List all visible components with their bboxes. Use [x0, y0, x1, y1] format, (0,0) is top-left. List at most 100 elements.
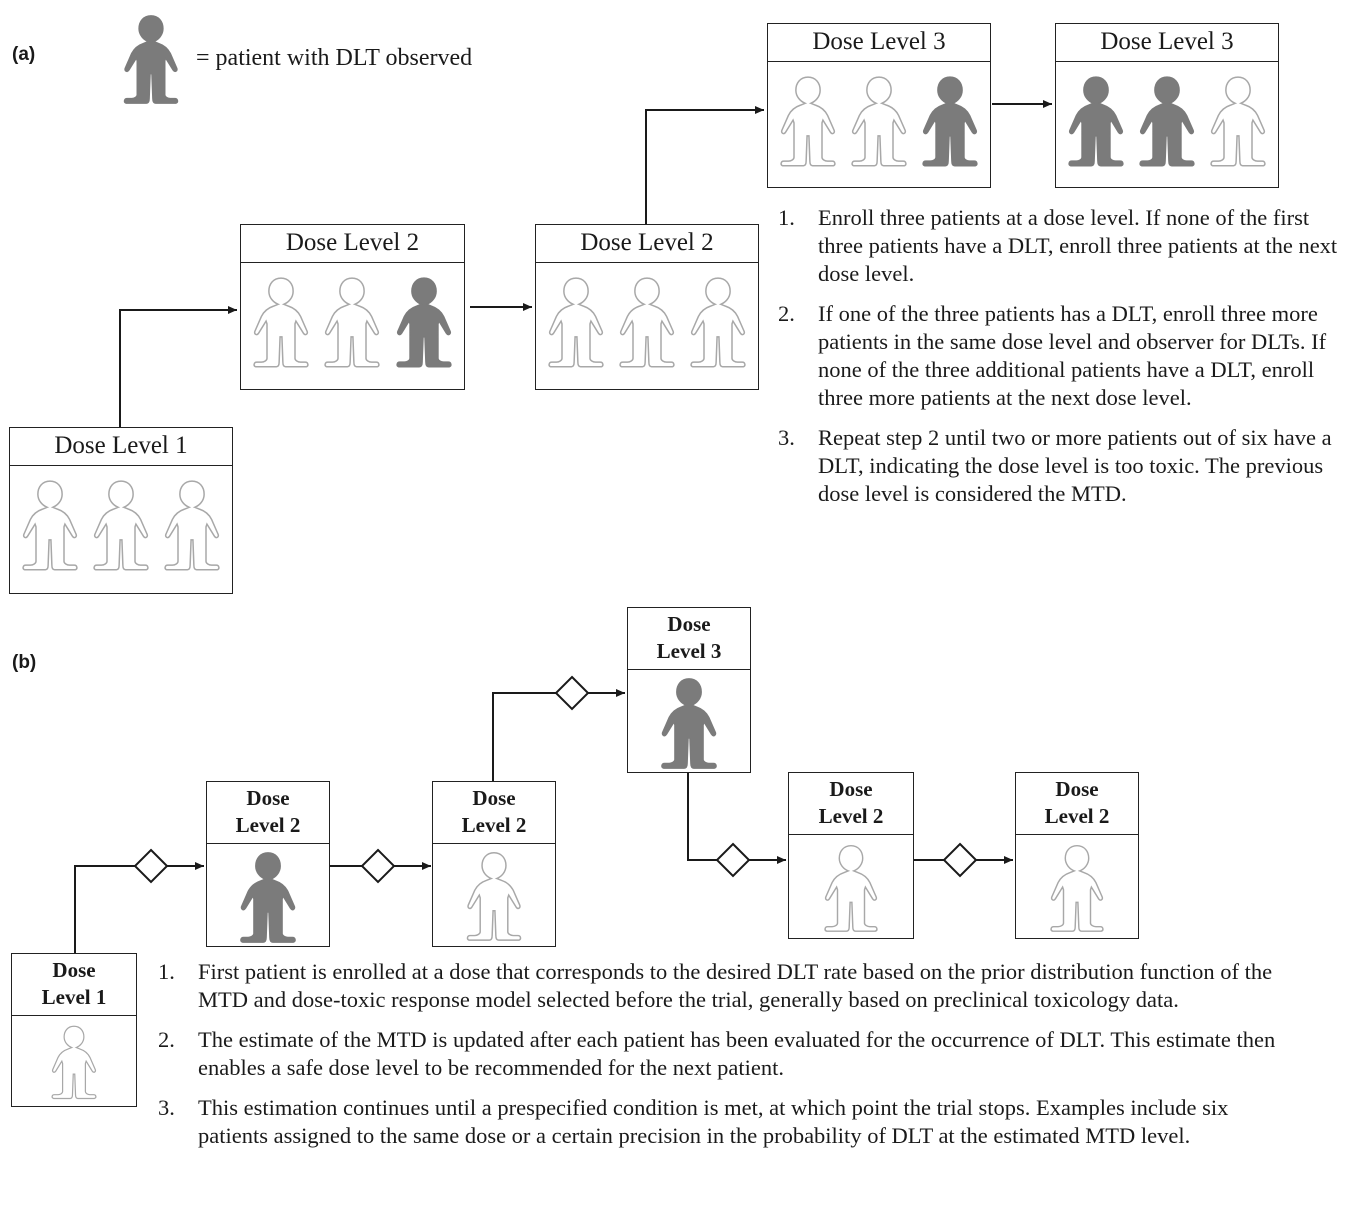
patient-dlt-icon — [1139, 76, 1195, 167]
dose-box-a-5: Dose Level 3 — [1055, 23, 1279, 188]
step-number: 3. — [778, 425, 795, 450]
step-text: Repeat step 2 until two or more patients… — [818, 425, 1332, 506]
patient-outline-icon — [824, 844, 878, 932]
step-text: First patient is enrolled at a dose that… — [198, 959, 1273, 1012]
patient-outline-icon — [548, 277, 604, 368]
dose-box-title: Dose Level 3 — [768, 24, 990, 62]
title-line: Level 2 — [235, 813, 301, 837]
step-item: 3. This estimation continues until a pres… — [158, 1094, 1298, 1150]
patient-outline-icon — [51, 1025, 97, 1100]
step-text: This estimation continues until a prespe… — [198, 1095, 1229, 1148]
arrow-b-3-4a — [492, 692, 556, 781]
legend-text: = patient with DLT observed — [196, 45, 473, 71]
step-text: The estimate of the MTD is updated after… — [198, 1027, 1276, 1080]
step-text: Enroll three patients at a dose level. I… — [818, 205, 1338, 286]
step-item: 1. First patient is enrolled at a dose th… — [158, 958, 1298, 1014]
title-line: Dose — [52, 958, 96, 982]
title-line: Level 2 — [461, 813, 527, 837]
step-number: 1. — [778, 205, 795, 230]
step-item: 2. The estimate of the MTD is updated aft… — [158, 1026, 1298, 1082]
dose-box-a-1: Dose Level 1 — [9, 427, 233, 594]
patient-outline-icon — [93, 480, 149, 571]
patient-row — [789, 843, 913, 933]
title-line: Dose — [667, 612, 711, 636]
title-line: Dose — [1055, 777, 1099, 801]
panel-b-label: (b) — [12, 652, 37, 673]
patient-outline-icon — [324, 277, 381, 368]
legend-dlt-icon — [116, 13, 186, 105]
step-number: 1. — [158, 959, 175, 984]
step-number: 2. — [778, 301, 795, 326]
patient-dlt-icon — [1068, 76, 1124, 167]
panel-b-steps: 1. First patient is enrolled at a dose th… — [158, 958, 1298, 1162]
dose-box-title: Dose Level 2 — [536, 225, 758, 263]
patient-row — [1016, 843, 1138, 933]
dose-box-a-3: Dose Level 2 — [535, 224, 759, 390]
panel-a-steps: 1. Enroll three patients at a dose level.… — [778, 204, 1348, 520]
patient-row — [207, 850, 329, 944]
decision-diamond — [554, 675, 590, 711]
dose-box-a-2: Dose Level 2 — [240, 224, 465, 390]
patient-row — [628, 676, 750, 770]
patient-outline-icon — [619, 277, 675, 368]
patient-outline-icon — [164, 480, 220, 571]
patient-outline-icon — [253, 277, 309, 368]
patient-dlt-icon — [240, 852, 296, 943]
step-number: 3. — [158, 1095, 175, 1120]
step-item: 1. Enroll three patients at a dose level.… — [778, 204, 1348, 288]
arrow-a-3-4 — [645, 106, 764, 224]
patient-outline-icon — [22, 480, 78, 571]
step-item: 2. If one of the three patients has a DLT… — [778, 300, 1348, 412]
title-line: Dose — [246, 786, 290, 810]
step-number: 2. — [158, 1027, 175, 1052]
title-line: Level 3 — [656, 639, 722, 663]
title-line: Level 2 — [1044, 804, 1110, 828]
patient-outline-icon — [1210, 76, 1266, 167]
title-line: Level 1 — [41, 985, 107, 1009]
title-line: Level 2 — [818, 804, 884, 828]
step-text: If one of the three patients has a DLT, … — [818, 301, 1327, 410]
patient-dlt-icon — [922, 76, 978, 167]
patient-outline-icon — [690, 277, 746, 368]
dose-box-a-4: Dose Level 3 — [767, 23, 991, 188]
title-line: Dose — [472, 786, 516, 810]
patient-row — [433, 850, 555, 942]
patient-dlt-icon — [661, 678, 717, 769]
patient-row — [10, 476, 232, 574]
decision-diamond — [942, 842, 978, 878]
panel-a-label: (a) — [12, 44, 36, 65]
patient-outline-icon — [851, 76, 907, 167]
patient-row — [241, 273, 464, 371]
patient-row — [536, 273, 758, 371]
patient-outline-icon — [1050, 844, 1104, 932]
decision-diamond — [715, 842, 751, 878]
arrow-a-1-2 — [119, 306, 237, 427]
arrow-b-1-2 — [74, 865, 135, 953]
patient-outline-icon — [466, 852, 522, 941]
title-line: Dose — [829, 777, 873, 801]
step-item: 3. Repeat step 2 until two or more patien… — [778, 424, 1348, 508]
dose-box-title: Dose Level 2 — [241, 225, 464, 263]
dose-box-title: Dose Level 1 — [10, 428, 232, 466]
patient-row — [1056, 72, 1278, 170]
patient-outline-icon — [780, 76, 836, 167]
dose-box-title: Dose Level 3 — [1056, 24, 1278, 62]
decision-diamond — [360, 848, 396, 884]
arrow-b-4-5a — [687, 772, 717, 861]
decision-diamond — [133, 848, 169, 884]
patient-row — [12, 1024, 136, 1100]
patient-dlt-icon — [123, 15, 179, 104]
